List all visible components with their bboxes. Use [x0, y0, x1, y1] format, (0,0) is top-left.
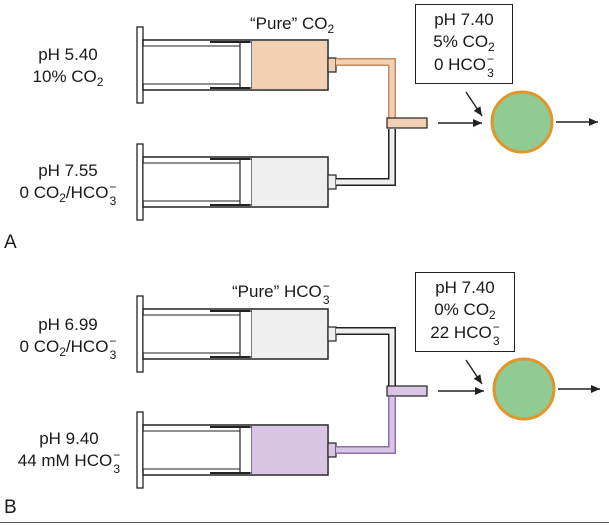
panel-a-top-syringe-nozzle	[327, 57, 337, 73]
panel-a-top-syringe-plunger-rod	[142, 45, 251, 85]
panel-a-bottom-syringe-flange	[136, 143, 144, 221]
panel-b-bottom-syringe-plunger-head	[239, 426, 253, 474]
panel-a-top-tube	[336, 59, 395, 119]
panel-b-letter: B	[4, 497, 17, 518]
panel-a-bottom-syringe-plunger-head	[239, 158, 253, 206]
panel-b-bottom-syringe-plunger-rod	[142, 430, 251, 470]
panel-a-top-syringe-label: pH 5.40 10% CO2	[32, 45, 104, 89]
panel-b-top-tube-outline	[336, 327, 396, 387]
panel-b-outflow-arrow-head	[591, 385, 600, 393]
panel-a-bottom-syringe-nozzle	[327, 174, 337, 190]
panel-a-inflow-arrow-head	[473, 119, 482, 127]
panel-b-top-syringe-nozzle	[327, 326, 337, 342]
panel-a-bottom-syringe-plunger-rod	[142, 162, 251, 202]
panel-b-bottom-syringe-nozzle	[327, 442, 337, 458]
panel-a-letter: A	[4, 232, 17, 253]
panel-a-top-syringe-plunger-head	[239, 41, 253, 89]
panel-a-box-pointer-arrow-head	[473, 106, 482, 116]
panel-a-bottom-tube-outline	[336, 129, 396, 186]
panel-a-bottom-tube	[336, 129, 395, 185]
panel-b-top-syringe-fluid	[252, 310, 327, 358]
panel-b-top-tube	[336, 328, 395, 387]
panel-a-cell	[490, 90, 554, 154]
bottom-rule	[0, 522, 609, 523]
panel-b-inflow-arrow-head	[475, 387, 484, 395]
panel-a-outflow-arrow-head	[589, 118, 598, 126]
panel-b-result-box: pH 7.40 0% CO2 22 HCO−3	[415, 272, 515, 352]
panel-b-bottom-syringe-flange	[136, 411, 144, 489]
panel-b-top-syringe-plunger-head	[239, 310, 253, 358]
panel-a-top-tube-outline	[336, 58, 396, 119]
panel-b-top-syringe-label: pH 6.99 0 CO2/HCO−3	[19, 315, 117, 362]
panel-b-top-syringe-plunger-rod	[142, 314, 251, 354]
panel-a-header: “Pure” CO2	[250, 14, 335, 36]
panel-a-bottom-syringe-fluid	[252, 158, 327, 206]
panel-b-header: “Pure” HCO−3	[232, 278, 330, 307]
panel-a-result-box: pH 7.40 5% CO2 0 HCO−3	[415, 4, 513, 84]
panel-a-top-syringe-fluid	[252, 41, 327, 89]
panel-b-bottom-tube	[336, 397, 395, 453]
panel-b-cell	[492, 357, 556, 421]
panel-b-outlet	[386, 385, 428, 397]
panel-b-bottom-syringe-fluid	[252, 426, 327, 474]
panel-a-bottom-syringe-label: pH 7.55 0 CO2/HCO−3	[19, 161, 117, 208]
panel-b-top-syringe-flange	[136, 295, 144, 373]
panel-a-outlet	[386, 117, 428, 129]
panel-a-top-syringe-flange	[136, 26, 144, 104]
panel-b-bottom-syringe-label: pH 9.40 44 mM HCO−3	[17, 429, 121, 476]
panel-b-bottom-tube-outline	[336, 397, 396, 454]
panel-b-box-pointer-arrow-head	[473, 374, 482, 384]
